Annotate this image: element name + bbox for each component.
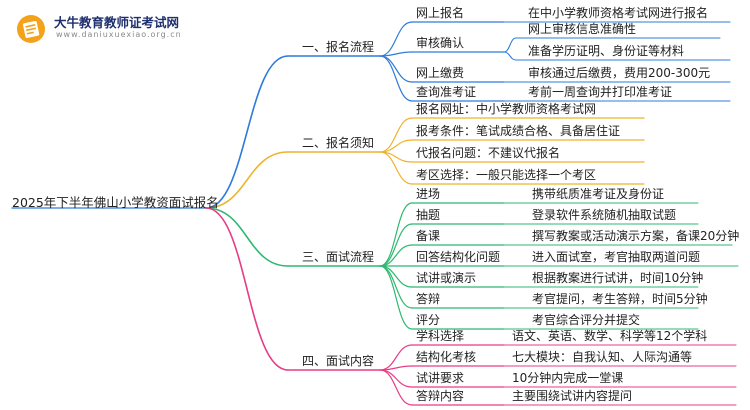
section-to-item-line — [379, 265, 413, 309]
item-label: 试讲或演示 — [416, 271, 477, 285]
section-to-item-line — [379, 344, 413, 371]
section-to-item-line — [379, 117, 413, 153]
detail-label: 登录软件系统随机抽取试题 — [532, 208, 677, 222]
item-label: 报名网址：中小学教师资格考试网 — [416, 102, 597, 116]
item-label: 结构化考核 — [416, 350, 477, 364]
detail-label: 在中小学教师资格考试网进行报名 — [528, 6, 709, 20]
section-to-item-line — [379, 21, 413, 57]
detail-label: 审核通过后缴费，费用200-300元 — [528, 66, 711, 80]
item-label: 答辩内容 — [416, 389, 465, 403]
root-to-section-line — [205, 151, 289, 209]
item-label: 网上报名 — [416, 6, 465, 20]
item-label: 抽题 — [416, 208, 441, 222]
detail-label: 根据教案进行试讲，时间10分钟 — [532, 271, 704, 285]
section-to-item-line — [379, 51, 413, 57]
item-label: 试讲要求 — [416, 371, 465, 385]
detail-label: 撰写教案或活动演示方案，备课20分钟 — [532, 229, 740, 243]
detail-label: 考官综合评分并提交 — [532, 313, 641, 327]
item-label: 代报名问题：不建议代报名 — [416, 146, 561, 160]
section-label: 一、报名流程 — [302, 40, 375, 54]
item-to-detail-line — [503, 37, 517, 53]
detail-label: 携带纸质准考证及身份证 — [532, 187, 665, 201]
root-node: 2025年下半年佛山小学教资面试报名 — [12, 195, 219, 210]
item-label: 备课 — [416, 229, 441, 243]
section-label: 二、报名须知 — [302, 136, 375, 150]
detail-label: 网上审核信息准确性 — [528, 22, 637, 36]
section-label: 四、面试内容 — [302, 354, 375, 368]
item-label: 回答结构化问题 — [416, 250, 501, 264]
detail-label: 考官提问，考生答辩，时间5分钟 — [532, 292, 708, 306]
item-label: 考区选择：一般只能选择一个考区 — [416, 168, 597, 182]
section-to-item-line — [379, 55, 413, 102]
item-label: 评分 — [416, 313, 441, 327]
section-to-item-line — [379, 151, 413, 185]
item-label: 网上缴费 — [416, 66, 465, 80]
detail-label: 准备学历证明、身份证等材料 — [528, 44, 685, 58]
item-label: 学科选择 — [416, 329, 465, 343]
detail-label: 主要围绕试讲内容提问 — [512, 389, 633, 403]
root-to-section-line — [205, 207, 289, 267]
section-to-item-line — [379, 369, 413, 406]
section-to-item-line — [379, 202, 413, 267]
detail-label: 语文、英语、数学、科学等12个学科 — [512, 329, 708, 343]
section-to-item-line — [379, 365, 413, 371]
section-to-item-line — [379, 244, 413, 267]
brand-url: www.daniuxuexiao.org.cn — [56, 30, 182, 39]
book-logo-icon — [17, 15, 45, 43]
detail-label: 考前一周查询并打印准考证 — [528, 85, 673, 99]
brand-title: 大牛教育教师证考试网 — [54, 15, 180, 30]
root-to-section-line — [205, 55, 289, 209]
item-label: 答辩 — [416, 292, 441, 306]
item-label: 查询准考证 — [416, 85, 477, 99]
detail-label: 七大模块：自我认知、人际沟通等 — [512, 350, 693, 364]
section-to-item-line — [379, 265, 413, 288]
section-to-item-line — [379, 265, 413, 330]
item-label: 报考条件：笔试成绩合格、具备居住证 — [416, 124, 621, 138]
item-label: 进场 — [416, 187, 441, 201]
section-to-item-line — [379, 223, 413, 267]
detail-label: 进入面试室，考官抽取两道问题 — [532, 250, 701, 264]
root-to-section-line — [205, 207, 289, 371]
section-to-item-line — [379, 369, 413, 388]
item-to-detail-line — [503, 51, 517, 61]
section-label: 三、面试流程 — [302, 250, 375, 264]
detail-label: 10分钟内完成一堂课 — [512, 371, 624, 385]
item-label: 审核确认 — [416, 36, 465, 50]
